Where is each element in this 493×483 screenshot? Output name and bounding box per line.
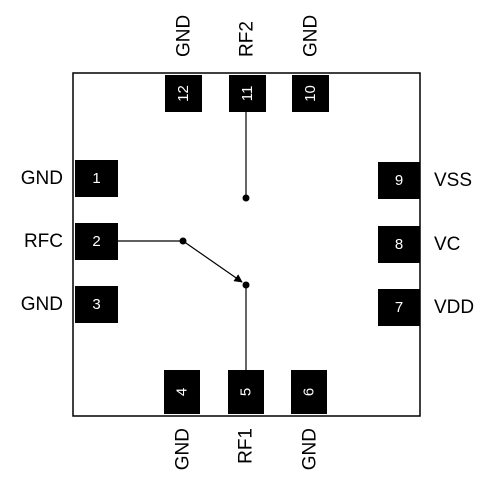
pin-5-pad xyxy=(228,370,264,414)
pin-9-number: 9 xyxy=(395,172,403,189)
pin-10-number: 10 xyxy=(302,85,319,102)
pin-10-pad xyxy=(292,75,329,112)
pin-3-label: GND xyxy=(21,294,63,315)
pin-10: 10 GND xyxy=(292,15,329,112)
pin-3: 3 GND xyxy=(21,286,118,323)
rf2-contact-node xyxy=(242,194,250,202)
pin-1-number: 1 xyxy=(92,170,100,187)
pin-11-number: 11 xyxy=(239,86,256,102)
pin-11-label: RF2 xyxy=(237,21,258,57)
pin-10-label: GND xyxy=(301,15,322,57)
pin-2: 2 RFC xyxy=(24,223,118,260)
pin-3-number: 3 xyxy=(92,296,100,313)
pin-9-label: VSS xyxy=(434,170,472,191)
pin-9-pad xyxy=(378,162,420,199)
pin-6-pad xyxy=(291,370,327,414)
pin-3-pad xyxy=(75,286,118,323)
pin-1-pad xyxy=(75,160,118,197)
pin-12-pad xyxy=(165,75,202,112)
pin-11-pad xyxy=(229,75,266,112)
pin-7-number: 7 xyxy=(395,299,403,316)
pin-2-number: 2 xyxy=(92,233,100,250)
pin-1: 1 GND xyxy=(21,160,118,197)
pin-5-label: RF1 xyxy=(236,428,257,464)
pin-6-number: 6 xyxy=(301,388,318,396)
pin-4: 4 GND xyxy=(164,370,200,470)
pin-6-label: GND xyxy=(300,428,321,470)
pin-12: 12 GND xyxy=(165,15,202,112)
pin-12-number: 12 xyxy=(175,85,192,102)
pin-7-label: VDD xyxy=(434,297,474,318)
pin-7-pad xyxy=(378,289,420,326)
pin-9: 9 VSS xyxy=(378,162,472,199)
pin-5-number: 5 xyxy=(238,388,255,396)
pin-11: 11 RF2 xyxy=(229,21,266,112)
pin-2-label: RFC xyxy=(24,231,63,252)
pin-5: 5 RF1 xyxy=(228,370,264,464)
pin-8: 8 VC xyxy=(378,226,460,263)
pin-8-number: 8 xyxy=(395,236,403,253)
switch-arm xyxy=(182,240,243,283)
pin-4-pad xyxy=(164,370,200,414)
pin-8-label: VC xyxy=(434,234,460,255)
pin-2-pad xyxy=(75,223,118,260)
pin-7: 7 VDD xyxy=(378,289,474,326)
pin-1-label: GND xyxy=(21,168,63,189)
pin-12-label: GND xyxy=(174,15,195,57)
pin-4-number: 4 xyxy=(174,388,191,396)
pin-4-label: GND xyxy=(173,428,194,470)
pin-8-pad xyxy=(378,226,420,263)
pin-6: 6 GND xyxy=(291,370,327,470)
